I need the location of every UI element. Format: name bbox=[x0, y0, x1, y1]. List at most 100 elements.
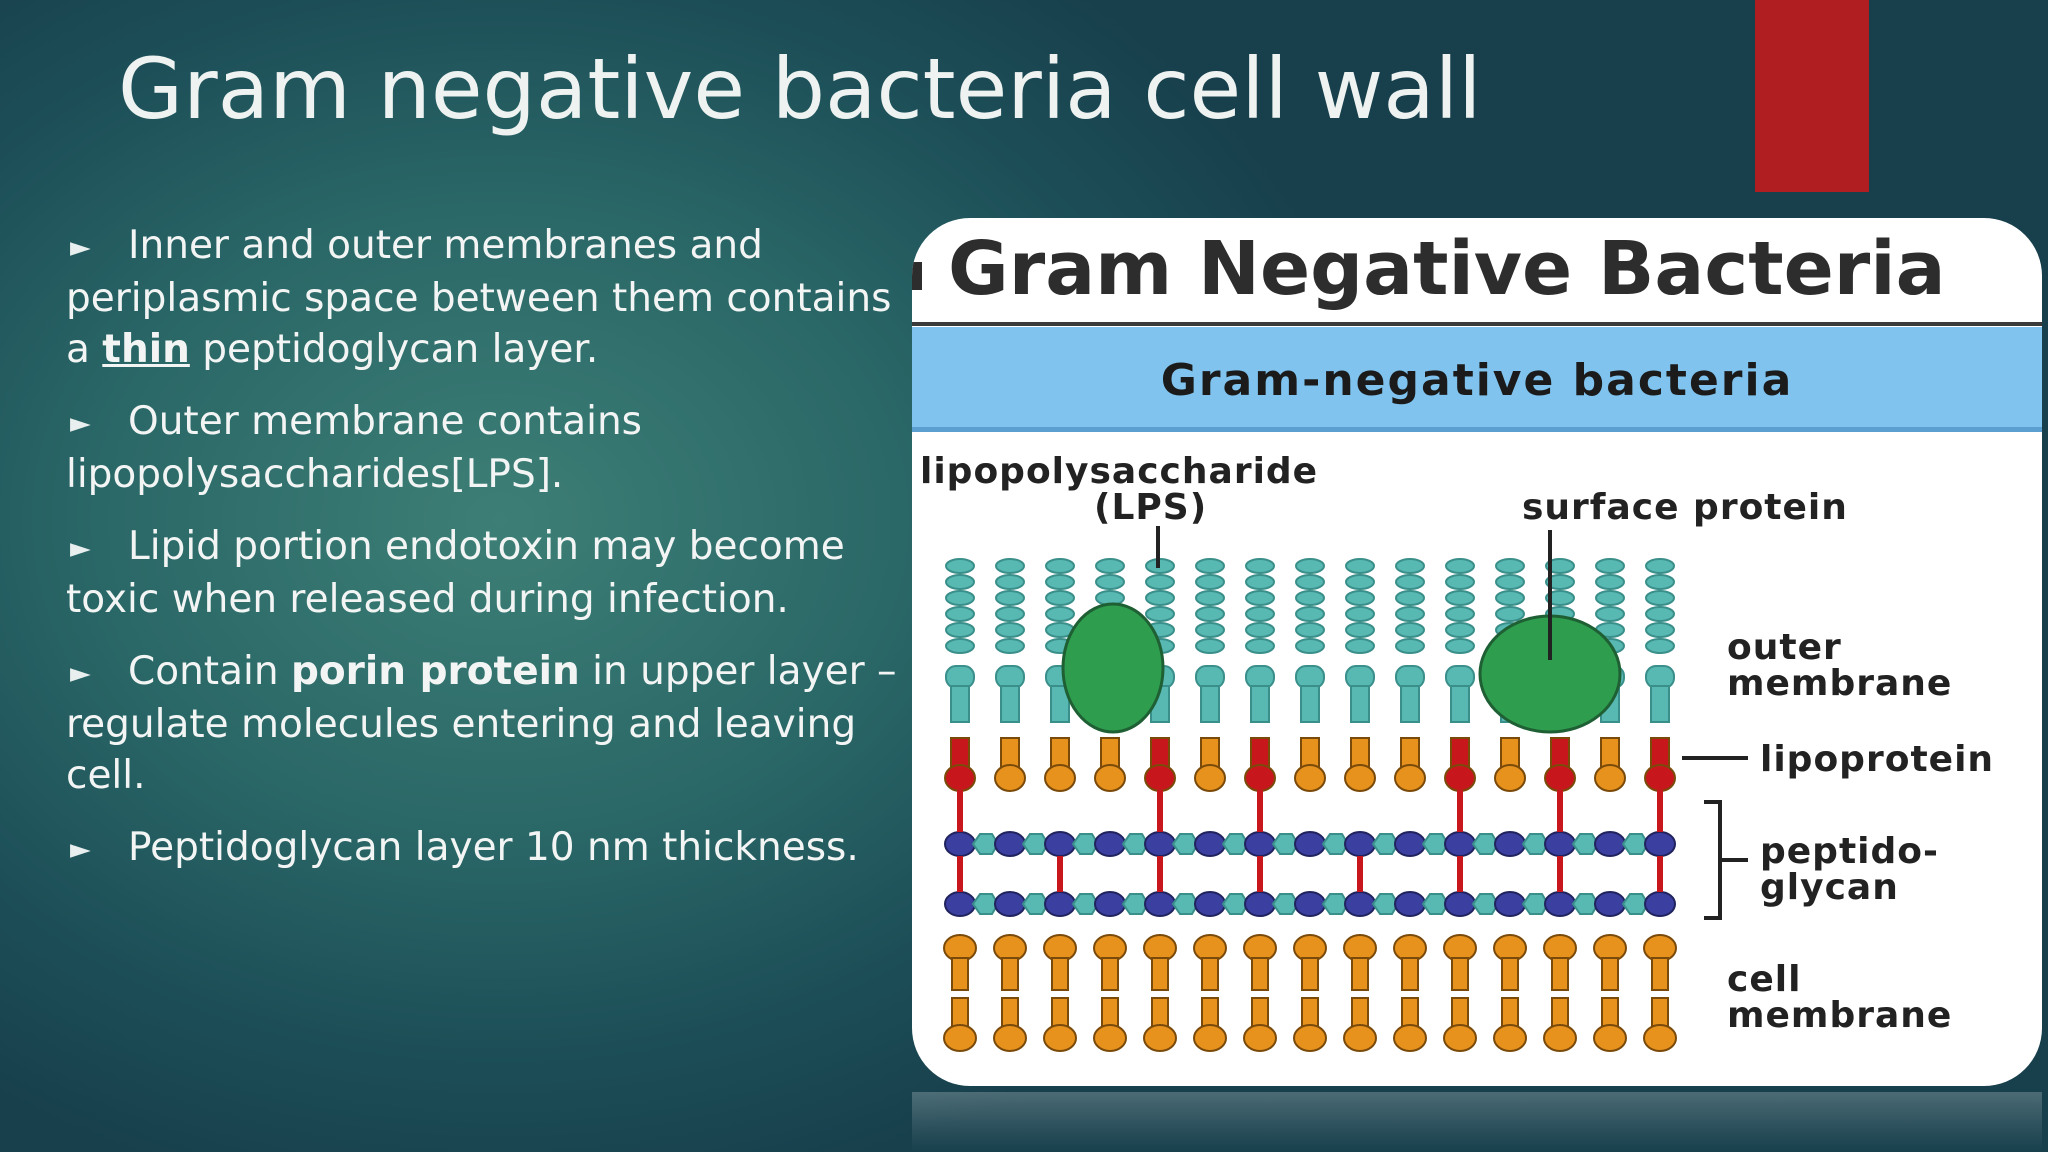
bullet-text: in upper layer – regulate molecules ente… bbox=[66, 649, 897, 798]
bullet-item: ►Outer membrane contains lipopolysacchar… bbox=[66, 396, 906, 500]
cell-lipid-tail-top bbox=[1301, 957, 1319, 991]
lps-bead bbox=[1045, 558, 1075, 574]
inner-lipid-head bbox=[1094, 764, 1126, 792]
outer-lipid-head bbox=[1195, 665, 1225, 689]
lps-bead bbox=[1195, 558, 1225, 574]
glycan-node bbox=[1144, 891, 1176, 917]
bullet-text: thin bbox=[102, 327, 190, 372]
lps-bead bbox=[1395, 622, 1425, 638]
porin-protein bbox=[1061, 602, 1165, 734]
triangle-bullet-icon: ► bbox=[70, 834, 91, 865]
glycan-node bbox=[1344, 891, 1376, 917]
lps-bead bbox=[1195, 622, 1225, 638]
cell-lipid-head-bottom bbox=[1243, 1024, 1277, 1052]
bullet-item: ► Contain porin protein in upper layer – … bbox=[66, 646, 906, 801]
outer-lipid-tail bbox=[1050, 685, 1070, 723]
glycan-node bbox=[944, 831, 976, 857]
lps-bead bbox=[1145, 606, 1175, 622]
lps-bead bbox=[1295, 606, 1325, 622]
outer-lipid-head bbox=[1445, 665, 1475, 689]
bullet-text: Contain bbox=[128, 649, 291, 694]
lps-bead bbox=[1445, 622, 1475, 638]
outer-lipid-head bbox=[1395, 665, 1425, 689]
glycan-node bbox=[1544, 891, 1576, 917]
label-outer: outer bbox=[1727, 627, 1842, 668]
lps-bead bbox=[1045, 606, 1075, 622]
cell-lipid-head-bottom bbox=[1293, 1024, 1327, 1052]
glycan-node bbox=[994, 831, 1026, 857]
lps-bead bbox=[1645, 574, 1675, 590]
cell-lipid-head-bottom bbox=[1543, 1024, 1577, 1052]
cell-lipid-head-bottom bbox=[993, 1024, 1027, 1052]
glycan-node bbox=[1594, 891, 1626, 917]
diagram-banner: Gram-negative bacteria bbox=[912, 327, 2042, 432]
glycan-node bbox=[1444, 831, 1476, 857]
lps-bead bbox=[1445, 558, 1475, 574]
bullet-text: Peptidoglycan layer 10 nm thickness. bbox=[128, 825, 859, 870]
inner-lipid-head bbox=[1294, 764, 1326, 792]
glycan-node bbox=[994, 891, 1026, 917]
lps-bead bbox=[1195, 574, 1225, 590]
lps-bead bbox=[1295, 558, 1325, 574]
bullet-text: Outer membrane contains lipopolysacchari… bbox=[66, 399, 642, 497]
triangle-bullet-icon: ► bbox=[70, 658, 91, 689]
triangle-bullet-icon: ► bbox=[70, 408, 91, 439]
triangle-bullet-icon: ► bbox=[70, 533, 91, 564]
lps-bead bbox=[1345, 558, 1375, 574]
glycan-node bbox=[1294, 891, 1326, 917]
glycan-node bbox=[1394, 831, 1426, 857]
outer-lipid-head bbox=[995, 665, 1025, 689]
cell-lipid-head-bottom bbox=[1043, 1024, 1077, 1052]
bullet-text: porin protein bbox=[290, 649, 580, 694]
cell-lipid-tail-top bbox=[1651, 957, 1669, 991]
lps-bead bbox=[1195, 638, 1225, 654]
cell-lipid-tail-top bbox=[1201, 957, 1219, 991]
lps-bead bbox=[1445, 574, 1475, 590]
label-lps: lipopolysaccharide bbox=[920, 451, 1319, 492]
glycan-node bbox=[1644, 831, 1676, 857]
lps-bead bbox=[1245, 574, 1275, 590]
cell-lipid-tail-top bbox=[951, 957, 969, 991]
diagram-banner-text: Gram-negative bacteria bbox=[1160, 355, 1794, 406]
lps-bead bbox=[1245, 558, 1275, 574]
lps-bead bbox=[1595, 574, 1625, 590]
cell-lipid-tail-top bbox=[1451, 957, 1469, 991]
lps-bead bbox=[1645, 558, 1675, 574]
lps-bead bbox=[1545, 590, 1575, 606]
lps-bead bbox=[1495, 590, 1525, 606]
cell-lipid-head-bottom bbox=[1443, 1024, 1477, 1052]
glycan-node bbox=[1194, 831, 1226, 857]
lps-bead bbox=[1245, 590, 1275, 606]
lps-bead bbox=[1295, 622, 1325, 638]
lps-bead bbox=[1545, 574, 1575, 590]
lps-bead bbox=[945, 590, 975, 606]
lps-bead bbox=[1645, 606, 1675, 622]
lps-bead bbox=[1145, 574, 1175, 590]
lps-bead bbox=[1495, 558, 1525, 574]
lps-bead bbox=[945, 558, 975, 574]
cell-lipid-tail-top bbox=[1151, 957, 1169, 991]
title-rule bbox=[912, 322, 2042, 326]
cell-lipid-tail-top bbox=[1401, 957, 1419, 991]
lipoprotein-head bbox=[1544, 764, 1576, 792]
lipoprotein-head bbox=[1444, 764, 1476, 792]
glycan-node bbox=[1594, 831, 1626, 857]
lps-bead bbox=[1595, 606, 1625, 622]
glycan-node bbox=[1244, 831, 1276, 857]
cell-lipid-head-bottom bbox=[1193, 1024, 1227, 1052]
bullet-list: ► Inner and outer membranes and periplasm… bbox=[66, 220, 906, 896]
inner-lipid-head bbox=[1194, 764, 1226, 792]
lps-bead bbox=[1445, 590, 1475, 606]
outer-lipid-head bbox=[945, 665, 975, 689]
lps-bead bbox=[1595, 590, 1625, 606]
accent-bar bbox=[1755, 0, 1869, 192]
cell-lipid-head-bottom bbox=[1593, 1024, 1627, 1052]
glycan-node bbox=[1544, 831, 1576, 857]
bullet-text: Inner and outer membranes and periplasmi… bbox=[66, 223, 892, 372]
outer-lipid-tail bbox=[1300, 685, 1320, 723]
label-glycan: glycan bbox=[1760, 867, 1899, 908]
lipoprotein-head bbox=[1644, 764, 1676, 792]
outer-lipid-tail bbox=[950, 685, 970, 723]
cell-lipid-tail-top bbox=[1001, 957, 1019, 991]
lps-bead bbox=[1245, 622, 1275, 638]
